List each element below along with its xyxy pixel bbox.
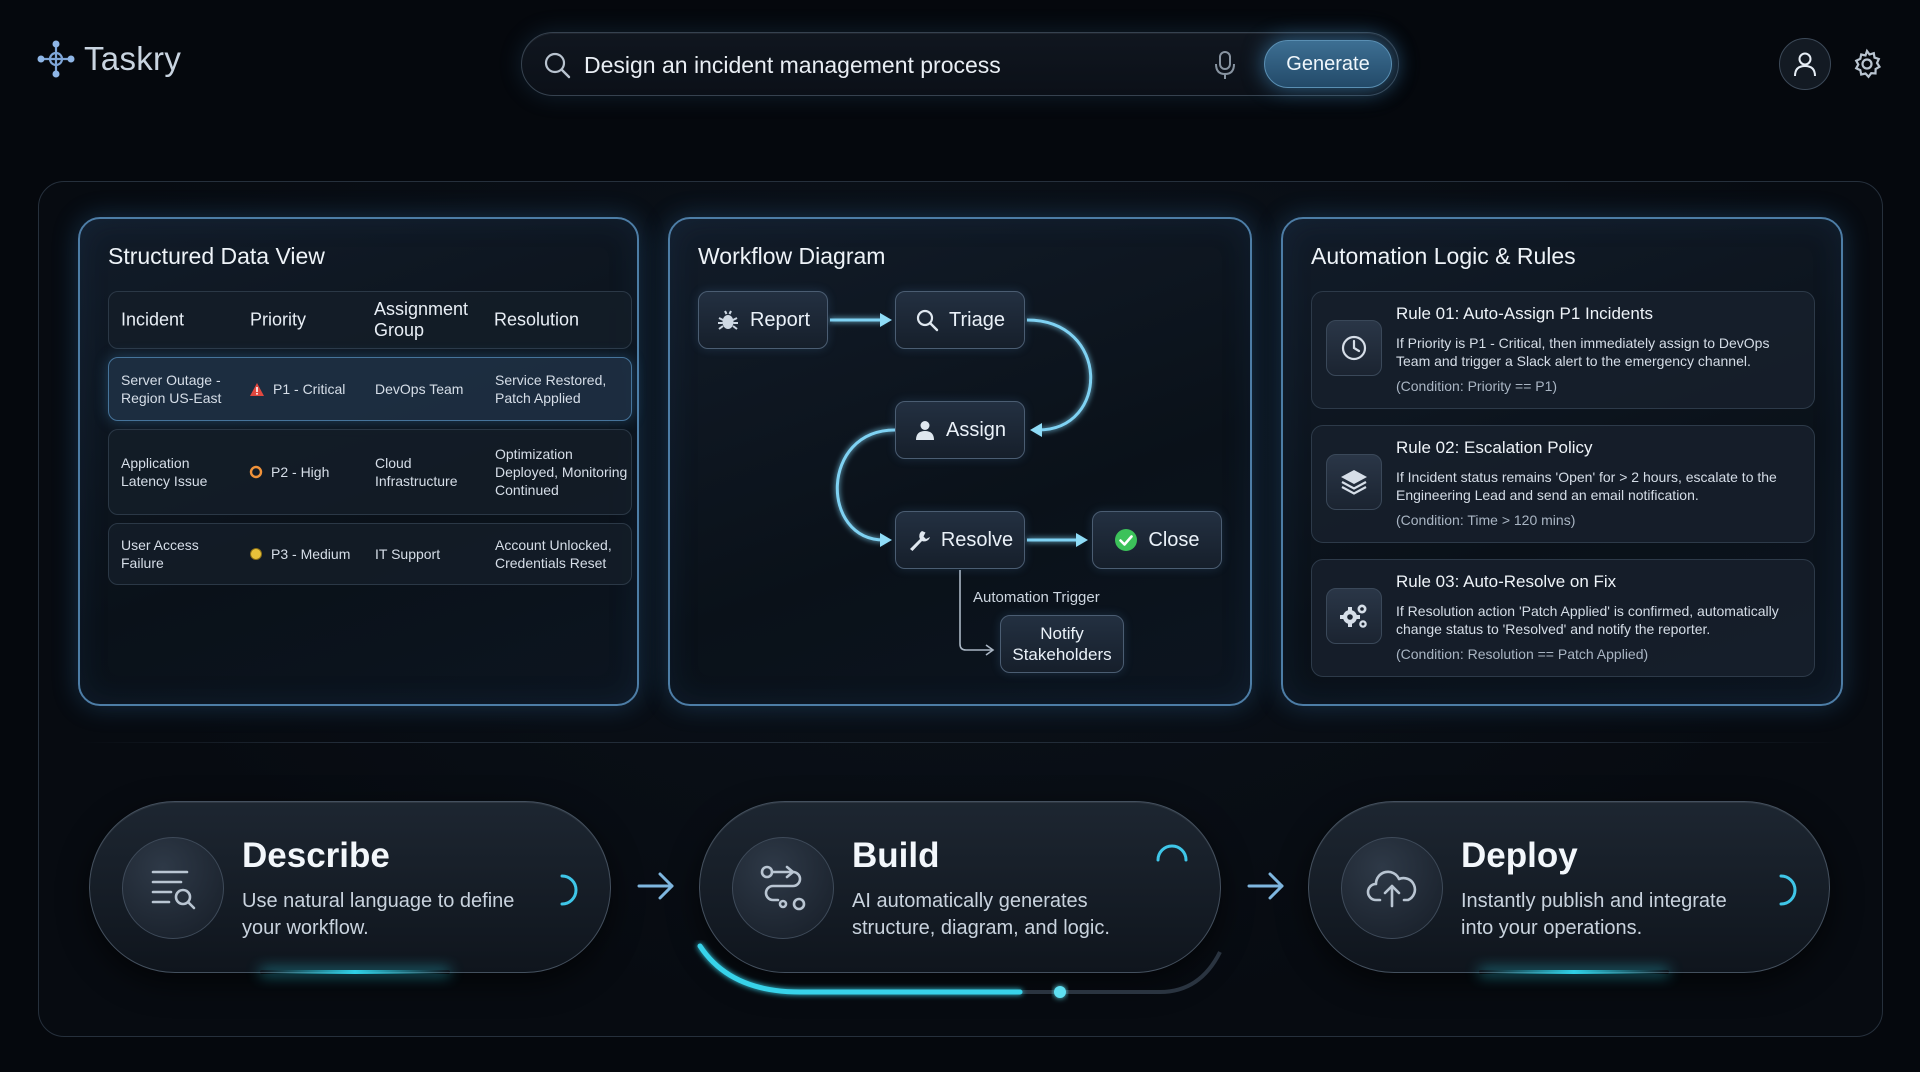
workflow-node-notify-stakeholders[interactable]: Notify Stakeholders xyxy=(1000,615,1124,673)
workflow-node-resolve[interactable]: Resolve xyxy=(895,511,1025,569)
node-label: Triage xyxy=(949,308,1005,331)
table-header: Incident Priority Assignment Group Resol… xyxy=(108,291,632,349)
structured-data-panel: Structured Data View Incident Priority A… xyxy=(78,217,639,706)
priority-dot-icon xyxy=(249,465,263,479)
priority-label: P1 - Critical xyxy=(273,381,346,397)
workflow-node-close[interactable]: Close xyxy=(1092,511,1222,569)
incident-cell: Application Latency Issue xyxy=(121,455,208,489)
magnifier-icon xyxy=(916,309,939,332)
step-glow xyxy=(1479,970,1669,974)
section-divider xyxy=(78,742,1843,743)
rule-card[interactable]: Rule 01: Auto-Assign P1 Incidents If Pri… xyxy=(1311,291,1815,409)
app-name: Taskry xyxy=(84,40,182,77)
column-header-incident[interactable]: Incident xyxy=(121,309,185,330)
rule-card[interactable]: Rule 02: Escalation Policy If Incident s… xyxy=(1311,425,1815,543)
table-row[interactable]: Application Latency Issue P2 - High Clou… xyxy=(108,429,632,515)
bug-icon xyxy=(717,310,738,330)
rule-description: If Incident status remains 'Open' for > … xyxy=(1396,469,1777,503)
panel-title: Automation Logic & Rules xyxy=(1311,243,1576,269)
node-label: Resolve xyxy=(940,528,1014,551)
step-deploy[interactable]: Deploy Instantly publish and integrate i… xyxy=(1308,801,1830,974)
priority-dot-icon xyxy=(250,548,262,560)
resolution-cell: Account Unlocked, Credentials Reset xyxy=(495,537,612,571)
automation-trigger-label: Automation Trigger xyxy=(973,589,1100,606)
warning-triangle-icon xyxy=(250,382,264,396)
incident-cell: User Access Failure xyxy=(121,537,199,571)
wrench-icon xyxy=(909,531,930,551)
logo-icon xyxy=(37,40,75,78)
workflow-node-assign[interactable]: Assign xyxy=(895,401,1025,459)
rule-title: Rule 02: Escalation Policy xyxy=(1396,438,1593,457)
node-label-line1: Notify xyxy=(1040,624,1084,643)
node-label-line2: Stakeholders xyxy=(1012,645,1112,664)
column-header-priority[interactable]: Priority xyxy=(250,309,307,330)
prompt-search-bar: Generate xyxy=(521,32,1399,96)
gear-icon xyxy=(1854,48,1882,79)
table-row[interactable]: User Access Failure P3 - Medium IT Suppo… xyxy=(108,523,632,585)
spinner-icon xyxy=(1779,874,1797,906)
step-describe[interactable]: Describe Use natural language to define … xyxy=(89,801,611,974)
search-icon xyxy=(544,52,571,79)
step-description: Use natural language to define your work… xyxy=(242,890,515,939)
generate-button[interactable]: Generate xyxy=(1264,40,1392,88)
check-circle-icon xyxy=(1115,529,1138,551)
arrow-right-icon xyxy=(637,872,674,900)
microphone-icon[interactable] xyxy=(1212,49,1238,81)
rule-card[interactable]: Rule 03: Auto-Resolve on Fix If Resoluti… xyxy=(1311,559,1815,677)
rule-condition: (Condition: Time > 120 mins) xyxy=(1396,512,1576,528)
arrow-right-icon xyxy=(1247,872,1284,900)
workflow-node-report[interactable]: Report xyxy=(698,291,828,349)
app-logo[interactable]: Taskry xyxy=(36,38,181,80)
person-icon xyxy=(915,421,934,440)
priority-label: P3 - Medium xyxy=(271,546,351,562)
rule-condition: (Condition: Resolution == Patch Applied) xyxy=(1396,646,1649,662)
incident-cell: Server Outage - Region US-East xyxy=(121,372,222,406)
settings-button[interactable] xyxy=(1841,38,1893,90)
priority-cell: P3 - Medium xyxy=(249,545,369,563)
gears-icon xyxy=(1326,588,1382,644)
node-label: Assign xyxy=(945,418,1007,441)
group-cell: DevOps Team xyxy=(375,381,464,397)
clock-icon xyxy=(1326,320,1382,376)
automation-rules-panel: Automation Logic & Rules Rule 01: Auto-A… xyxy=(1281,217,1843,706)
rule-description: If Priority is P1 - Critical, then immed… xyxy=(1396,335,1770,369)
step-build[interactable]: Build AI automatically generates structu… xyxy=(699,801,1221,973)
rule-title: Rule 03: Auto-Resolve on Fix xyxy=(1396,572,1617,591)
cloud-upload-icon xyxy=(1341,837,1443,939)
prompt-input[interactable] xyxy=(584,43,1224,87)
group-cell: Cloud Infrastructure xyxy=(375,455,458,489)
column-header-assignment-group[interactable]: Assignment Group xyxy=(374,299,469,340)
rule-description: If Resolution action 'Patch Applied' is … xyxy=(1396,603,1779,637)
user-icon xyxy=(1794,52,1816,77)
node-label: Report xyxy=(749,308,811,331)
resolution-cell: Service Restored, Patch Applied xyxy=(495,372,607,406)
rule-title: Rule 01: Auto-Assign P1 Incidents xyxy=(1396,304,1654,323)
step-title: Build xyxy=(852,836,940,875)
spinner-icon xyxy=(1156,844,1188,862)
node-label: Close xyxy=(1148,528,1200,551)
table-row[interactable]: Server Outage - Region US-East P1 - Crit… xyxy=(108,357,632,421)
step-title: Deploy xyxy=(1461,836,1578,875)
step-title: Describe xyxy=(242,836,390,875)
user-profile-button[interactable] xyxy=(1779,38,1831,90)
panel-title: Workflow Diagram xyxy=(698,243,886,269)
column-header-resolution[interactable]: Resolution xyxy=(494,309,580,330)
layers-icon xyxy=(1326,454,1382,510)
build-progress-indicator xyxy=(697,943,1222,998)
step-glow xyxy=(260,970,450,974)
resolution-cell: Optimization Deployed, Monitoring Contin… xyxy=(495,446,628,498)
step-description: AI automatically generates structure, di… xyxy=(852,890,1110,939)
route-icon xyxy=(732,837,834,939)
step-description: Instantly publish and integrate into you… xyxy=(1461,890,1727,939)
priority-cell: P2 - High xyxy=(249,463,369,481)
group-cell: IT Support xyxy=(375,546,441,562)
spinner-icon xyxy=(560,874,578,906)
priority-label: P2 - High xyxy=(271,464,330,480)
rule-condition: (Condition: Priority == P1) xyxy=(1396,378,1558,394)
text-search-icon xyxy=(122,837,224,939)
workflow-node-triage[interactable]: Triage xyxy=(895,291,1025,349)
workflow-diagram-panel: Workflow Diagram xyxy=(668,217,1252,706)
panel-title: Structured Data View xyxy=(108,243,325,269)
priority-cell: P1 - Critical xyxy=(249,380,369,398)
